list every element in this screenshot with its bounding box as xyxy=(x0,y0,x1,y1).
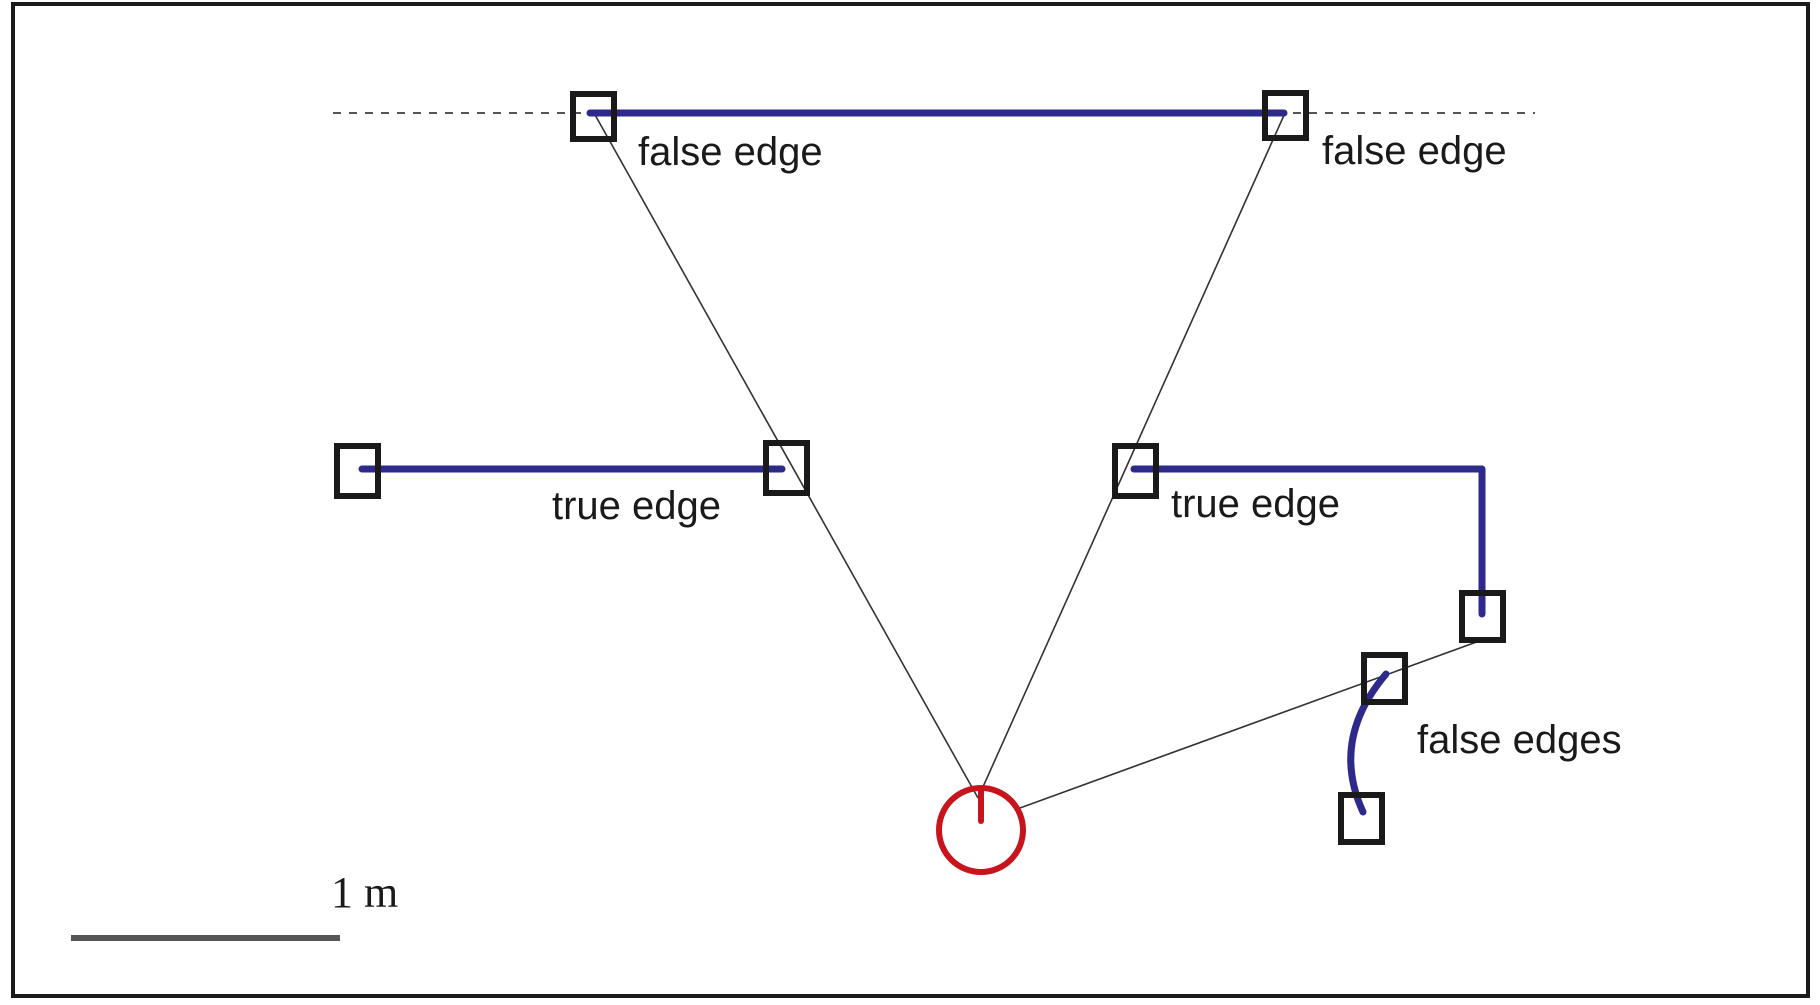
true-edge-right xyxy=(1130,465,1486,618)
landmark-top-left xyxy=(570,91,617,142)
landmark-lower-right-lower xyxy=(1338,792,1385,845)
landmark-top-right xyxy=(1262,90,1309,141)
true-edge-left-label: true edge xyxy=(552,484,722,528)
false-edges-label: false edges xyxy=(1417,718,1622,762)
landmark-lower-right-upper xyxy=(1361,652,1408,705)
false-edge-right-label: false edge xyxy=(1322,129,1507,173)
landmark-right xyxy=(1459,590,1506,643)
ray-to-top-left-landmark xyxy=(593,112,979,799)
scale-bar-label: 1 m xyxy=(331,868,399,917)
landmark-mid-right xyxy=(1112,443,1159,499)
ray-to-right-landmark xyxy=(1019,639,1483,809)
landmark-mid-left-inner xyxy=(763,440,810,496)
diagram-frame xyxy=(11,2,1810,998)
true-edge-right-label: true edge xyxy=(1171,482,1341,526)
false-edge-left-label: false edge xyxy=(638,130,823,174)
false-edges-curve xyxy=(1347,670,1390,816)
landmark-mid-left-outer xyxy=(334,443,381,499)
ray-to-top-right-landmark xyxy=(977,112,1286,799)
